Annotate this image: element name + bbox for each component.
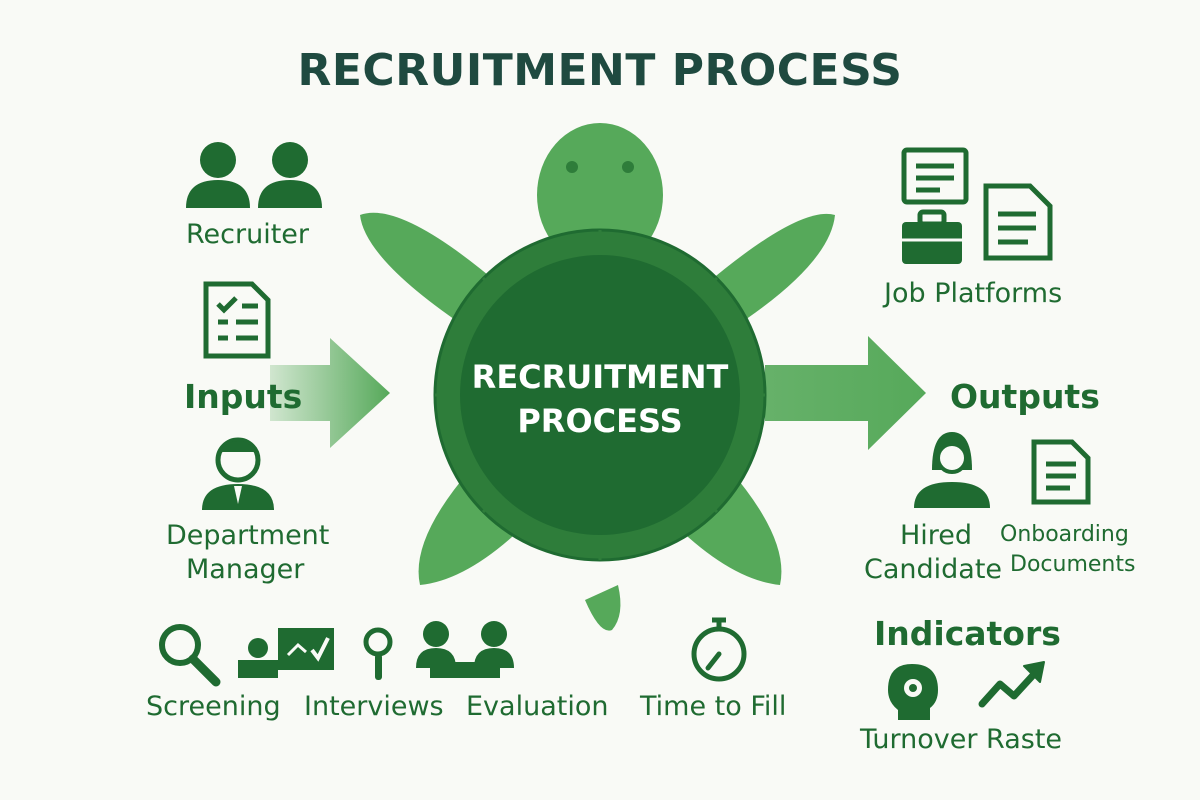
- turnover-label: Turnover Raste: [860, 724, 1063, 755]
- docs-label-line2: Documents: [1010, 552, 1136, 577]
- screening-label: Screening: [146, 691, 281, 722]
- checklist-icon: [203, 281, 271, 359]
- page-title: RECRUITMENT PROCESS: [297, 45, 903, 96]
- inputs-heading: Inputs: [184, 377, 303, 416]
- job-platforms-label: Job Platforms: [884, 278, 1063, 309]
- whiteboard-icon: [238, 628, 334, 678]
- outputs-heading: Outputs: [950, 377, 1100, 416]
- center-label-line1: RECRUITMENT: [471, 358, 729, 396]
- manager-label-line1: Department: [166, 520, 330, 551]
- interviews-label: Interviews: [304, 691, 444, 722]
- meeting-icon: [416, 621, 514, 678]
- hired-label-line1: Hired: [900, 520, 973, 551]
- briefcase-icon: [902, 209, 962, 264]
- trend-up-icon: [978, 661, 1045, 708]
- turtle-eye-right: [622, 161, 634, 173]
- indicators-heading: Indicators: [874, 614, 1061, 653]
- center-label: RECRUITMENT PROCESS: [430, 355, 770, 443]
- manager-icon: [202, 437, 274, 510]
- document-icon: [983, 183, 1053, 261]
- pin-icon: [363, 627, 393, 680]
- candidate-icon: [914, 432, 990, 508]
- document-icon: [1031, 439, 1091, 505]
- turtle-tail: [585, 585, 621, 631]
- magnifier-icon: [159, 624, 221, 687]
- evaluation-label: Evaluation: [466, 691, 609, 722]
- turtle-shell-inner: [460, 255, 740, 535]
- head-gear-icon: [888, 664, 938, 720]
- document-icon: [901, 147, 969, 205]
- turtle-illustration: [360, 123, 835, 631]
- stopwatch-icon: [691, 617, 747, 682]
- turtle-flipper-front-right: [705, 213, 835, 330]
- turtle-eye-left: [566, 161, 578, 173]
- turtle-head: [537, 123, 663, 267]
- input-arrow: [270, 338, 390, 448]
- center-label-line2: PROCESS: [517, 402, 683, 440]
- output-arrow: [765, 336, 926, 450]
- time-to-fill-label: Time to Fill: [640, 691, 787, 722]
- docs-label-line1: Onboarding: [1000, 522, 1129, 547]
- manager-label-line2: Manager: [186, 554, 305, 585]
- hired-label-line2: Candidate: [864, 554, 1003, 585]
- recruiter-label: Recruiter: [186, 219, 310, 250]
- people-icon: [186, 142, 322, 208]
